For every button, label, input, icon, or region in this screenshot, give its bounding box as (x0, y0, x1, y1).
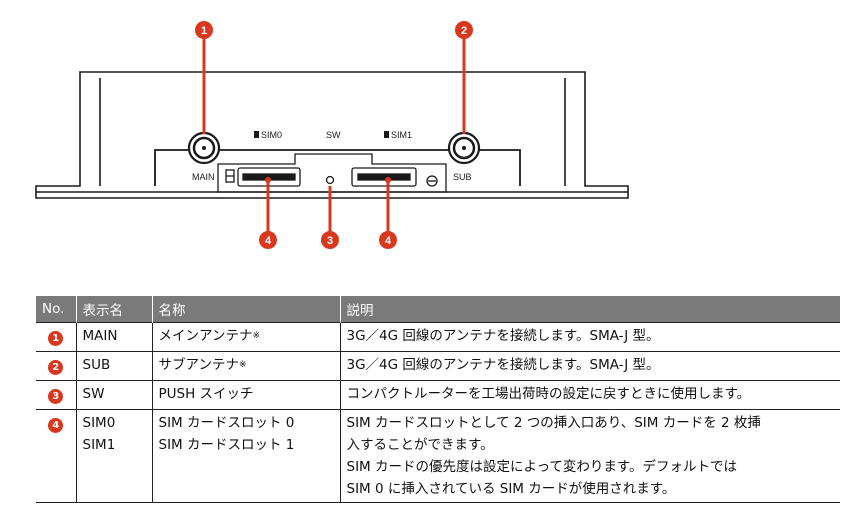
sim1-slot (351, 167, 417, 187)
svg-text:4: 4 (385, 235, 392, 247)
callout-lines (202, 38, 466, 232)
callout-badge-4b: 4 (379, 231, 397, 249)
sim-card-icon (254, 131, 259, 138)
callout-badge-2: 2 (455, 21, 473, 39)
device-front-diagram: MAIN SUB SIM0 SW SIM1 1 2 4 3 4 (35, 21, 629, 249)
callout-dots (265, 177, 391, 183)
table-header-row: No. 表示名 名称 説明 (36, 296, 840, 323)
table-row: 2 SUB サブアンテナ※ 3G／4G 回線のアンテナを接続します。SMA-J … (36, 351, 840, 381)
sim-card-icon (384, 131, 389, 138)
spec-table: No. 表示名 名称 説明 1 MAIN メインアンテナ※ 3G／4G 回線のア… (36, 296, 840, 503)
table-row: 4 SIM0 SIM1 SIM カードスロット 0 SIM カードスロット 1 … (36, 409, 840, 503)
push-switch (325, 175, 335, 185)
row-number-badge: 4 (48, 418, 64, 433)
label-sim0: SIM0 (261, 130, 282, 140)
label-sim1: SIM1 (391, 130, 412, 140)
label-sub: SUB (453, 172, 472, 182)
svg-text:3: 3 (327, 235, 333, 247)
callout-badge-3: 3 (321, 231, 339, 249)
label-sw: SW (326, 130, 341, 140)
label-main: MAIN (192, 172, 215, 182)
main-antenna-connector (187, 131, 221, 165)
row-number-badge: 2 (48, 360, 64, 375)
svg-text:4: 4 (265, 235, 272, 247)
callout-badge-1: 1 (195, 21, 213, 39)
row-number-badge: 3 (48, 389, 64, 404)
header-description: 説明 (340, 296, 840, 323)
header-display-name: 表示名 (76, 296, 153, 323)
table-row: 3 SW PUSH スイッチ コンパクトルーターを工場出荷時の設定に戻すときに使… (36, 380, 840, 410)
sub-antenna-connector (447, 131, 481, 165)
svg-text:1: 1 (201, 25, 207, 37)
header-name: 名称 (152, 296, 341, 323)
row-number-badge: 1 (48, 331, 64, 346)
callout-badge-4a: 4 (259, 231, 277, 249)
header-no: No. (36, 296, 77, 323)
svg-text:2: 2 (461, 25, 467, 37)
table-row: 1 MAIN メインアンテナ※ 3G／4G 回線のアンテナを接続します。SMA-… (36, 322, 840, 352)
